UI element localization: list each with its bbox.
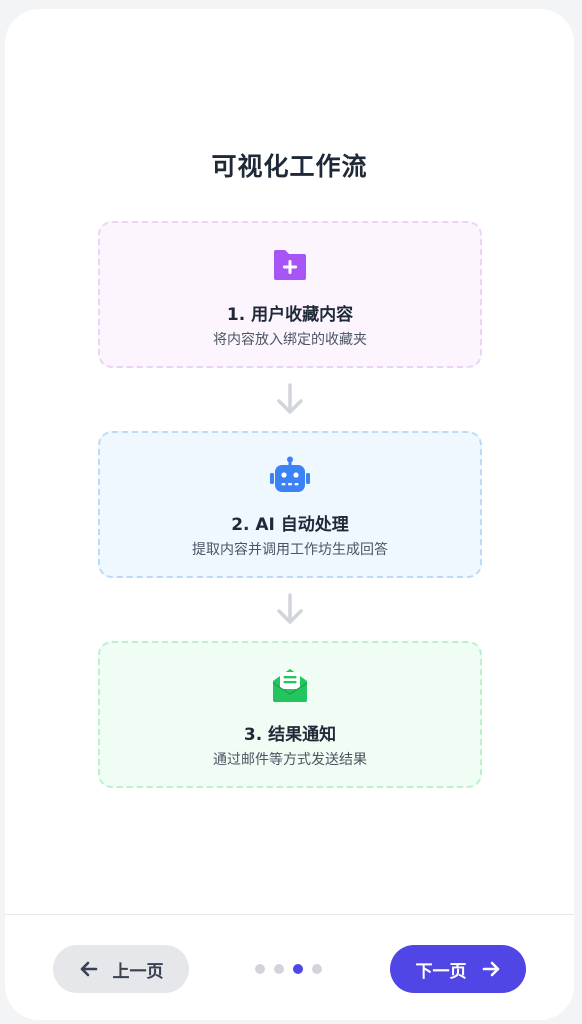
next-page-button[interactable]: 下一页 xyxy=(390,945,526,993)
workflow-step-collect: 1. 用户收藏内容 将内容放入绑定的收藏夹 xyxy=(98,221,482,368)
prev-page-button[interactable]: 上一页 xyxy=(53,945,189,993)
prev-page-label: 上一页 xyxy=(112,961,164,982)
page-dot[interactable] xyxy=(274,964,284,974)
envelope-open-icon xyxy=(100,665,480,705)
arrow-right-icon xyxy=(481,959,501,979)
arrow-down-icon xyxy=(277,593,303,624)
step-description: 通过邮件等方式发送结果 xyxy=(213,752,367,768)
step-title: 3. 结果通知 xyxy=(243,725,337,745)
step-description: 提取内容并调用工作坊生成回答 xyxy=(192,542,388,558)
workflow-step-ai-process: 2. AI 自动处理 提取内容并调用工作坊生成回答 xyxy=(98,431,482,578)
arrow-down-icon xyxy=(277,383,303,414)
page-title: 可视化工作流 xyxy=(211,152,368,181)
robot-icon xyxy=(100,455,480,495)
workflow-card: 可视化工作流 1. 用户收藏内容 将内容放入绑定的收藏夹 xyxy=(5,9,574,1020)
workflow-step-notify: 3. 结果通知 通过邮件等方式发送结果 xyxy=(98,641,482,788)
step-title: 2. AI 自动处理 xyxy=(231,515,349,535)
step-description: 将内容放入绑定的收藏夹 xyxy=(213,332,367,348)
page-indicator xyxy=(255,964,322,974)
footer-divider xyxy=(5,914,574,915)
step-title: 1. 用户收藏内容 xyxy=(226,305,354,325)
folder-plus-icon xyxy=(100,245,480,285)
page-dot[interactable] xyxy=(312,964,322,974)
arrow-left-icon xyxy=(79,959,99,979)
page-dot[interactable] xyxy=(255,964,265,974)
page-dot-active[interactable] xyxy=(293,964,303,974)
next-page-label: 下一页 xyxy=(415,961,467,982)
